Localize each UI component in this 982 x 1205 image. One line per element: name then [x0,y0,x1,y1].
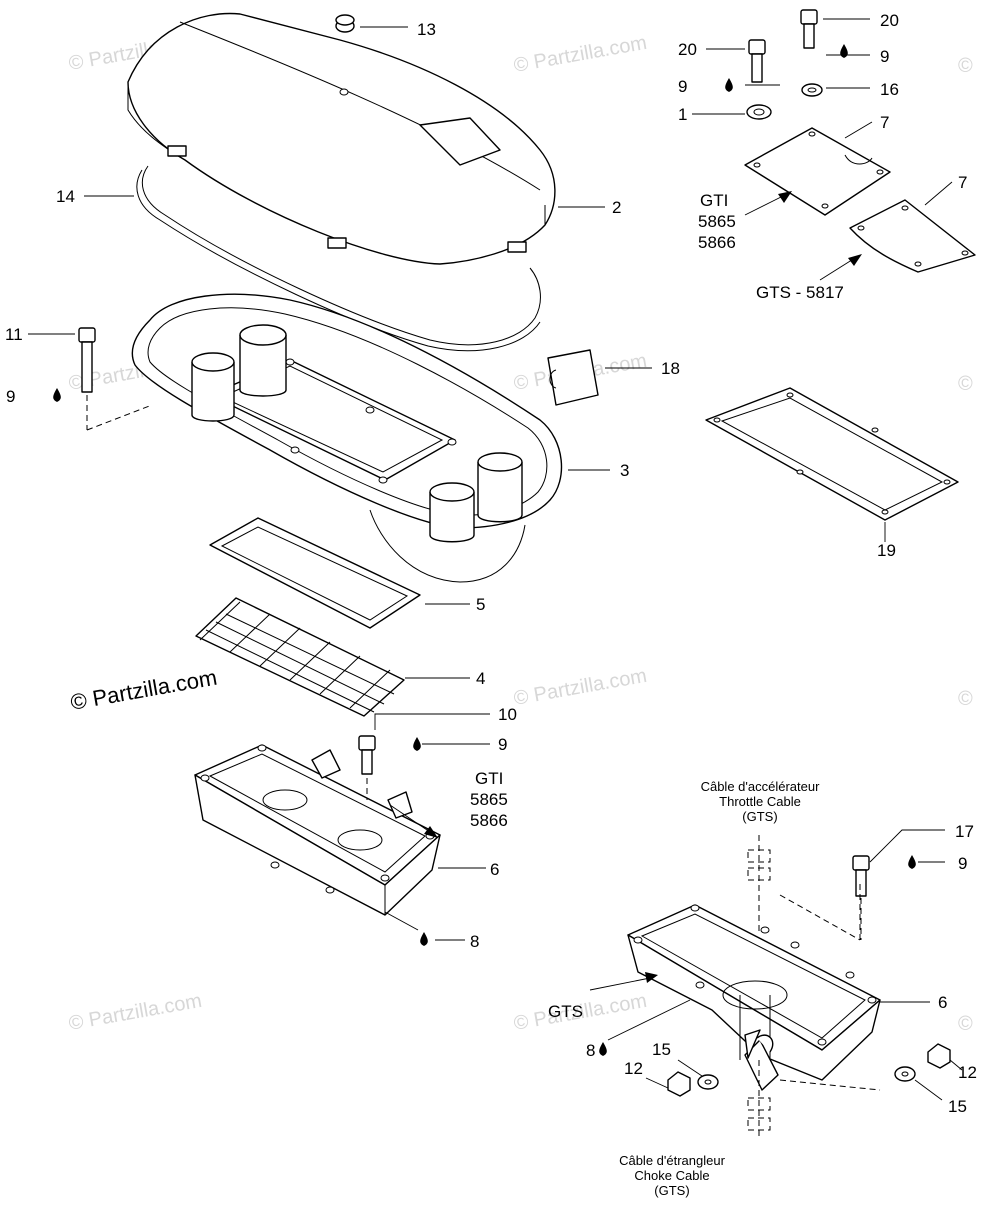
watermark-corner: © [958,688,973,710]
callout-1: 1 [678,105,687,124]
throttle-cable-en: Throttle Cable [719,794,801,809]
oil-drop-icons [53,44,916,1056]
callout-20: 20 [880,11,899,30]
callout-16: 16 [880,80,899,99]
screw-17 [852,855,870,940]
callout-7: 7 [880,113,889,132]
washer-15a [697,1074,719,1090]
watermark-corner: © [958,373,973,395]
callout-19: 19 [877,541,896,560]
callout-9: 9 [6,387,15,406]
choke-cable-model: (GTS) [654,1183,689,1198]
callout-12: 12 [624,1059,643,1078]
throttle-cable-model: (GTS) [742,809,777,824]
callout-9: 9 [958,854,967,873]
watermark-corner: © [958,55,973,77]
watermark-corner: © [958,1013,973,1035]
arrows [389,191,862,991]
callout-14: 14 [56,187,75,206]
screw-10 [358,735,376,800]
part-lower-box-gts [627,904,881,1091]
leader-lines [28,18,963,1101]
oil-drop-icon [413,737,421,751]
part-gasket-large [136,165,541,352]
callout-18: 18 [661,359,680,378]
throttle-cable-fr: Câble d'accélérateur [701,779,820,794]
oil-drop-icon [599,1042,607,1056]
part-filter-screen [195,597,405,717]
callout-9: 9 [498,735,507,754]
choke-cable-en: Choke Cable [634,1168,709,1183]
callout-10: 10 [498,705,517,724]
oil-drop-icon [840,44,848,58]
screw-11 [78,327,96,430]
callout-4: 4 [476,669,485,688]
nut-12a [667,1071,691,1097]
callout-11: 11 [5,325,23,344]
callout-6: 6 [938,993,947,1012]
part-plate-gts [849,199,976,273]
choke-cable-fr: Câble d'étrangleur [619,1153,725,1168]
nut-12b [927,1043,951,1069]
note-gti-top-line3: 5866 [698,233,736,252]
note-gti-mid-line3: 5866 [470,811,508,830]
note-gti-mid-line2: 5865 [470,790,508,809]
callout-3: 3 [620,461,629,480]
screw-top-20b [800,9,818,49]
callout-5: 5 [476,595,485,614]
callout-12: 12 [958,1063,977,1082]
washer-1 [746,104,772,120]
model-notes: GTI 5865 5866 GTS - 5817 GTI 5865 5866 G… [470,191,844,1021]
part-plate-gti [744,127,891,216]
callout-13: 13 [417,20,436,39]
callout-8: 8 [586,1041,595,1060]
part-air-box-base [131,293,563,583]
note-gti-mid-line1: GTI [475,769,503,788]
part-lower-box-gti [194,744,441,916]
note-gti-top-line2: 5865 [698,212,736,231]
callout-9: 9 [678,77,687,96]
oil-drop-icon [53,388,61,402]
callout-7: 7 [958,173,967,192]
screw-top-20a [748,39,766,83]
part-gasket-plate [705,387,959,521]
callout-9: 9 [880,47,889,66]
washer-16 [801,83,823,97]
note-gts-bottom: GTS [548,1002,583,1021]
callout-labels: 13 20 20 9 9 16 1 7 7 14 2 11 9 18 3 19 … [5,11,977,1116]
note-gti-top-line1: GTI [700,191,728,210]
callout-17: 17 [955,822,974,841]
watermark: © Partzilla.com [512,665,649,710]
oil-drop-icon [908,855,916,869]
watermark-main: © Partzilla.com [69,665,219,715]
watermark: © Partzilla.com [67,990,204,1035]
cable-nuts [747,835,771,1140]
part-grommet [335,14,355,33]
oil-drop-icon [725,78,733,92]
watermark: © Partzilla.com [512,32,649,77]
cable-notes: Câble d'accélérateur Throttle Cable (GTS… [619,779,820,1198]
callout-2: 2 [612,198,621,217]
part-cover [127,12,556,265]
callout-6: 6 [490,860,499,879]
note-gts-top: GTS - 5817 [756,283,844,302]
assembly-lines [86,404,881,1091]
callout-15: 15 [652,1040,671,1059]
washer-15b [894,1066,916,1082]
callout-20: 20 [678,40,697,59]
callout-15: 15 [948,1097,967,1116]
part-clip [547,349,599,406]
part-filter-gasket [209,517,421,629]
callout-8: 8 [470,932,479,951]
oil-drop-icon [420,932,428,946]
